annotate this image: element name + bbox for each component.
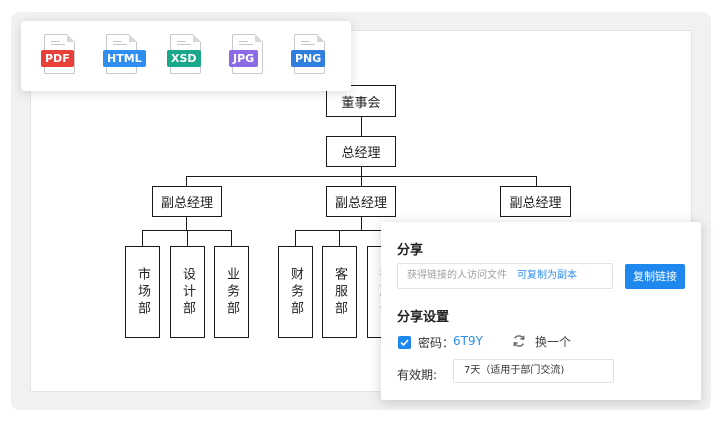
- export-png-button[interactable]: PNG: [291, 34, 331, 78]
- file-type-badge: HTML: [103, 50, 146, 67]
- password-label: 密码：: [418, 336, 455, 350]
- connector: [339, 230, 340, 246]
- connector: [295, 230, 385, 231]
- share-link-field[interactable]: 获得链接的人访问文件可复制为副本: [397, 263, 613, 289]
- node-department[interactable]: 业务部: [214, 246, 249, 338]
- file-type-badge: PDF: [41, 50, 74, 67]
- connector: [361, 166, 362, 176]
- checkmark-icon: [400, 339, 409, 347]
- node-deputy-gm[interactable]: 副总经理: [326, 186, 396, 217]
- export-format-bar: PDF HTML XSD JPG PNG: [21, 21, 351, 91]
- share-link-placeholder: 获得链接的人访问文件: [407, 270, 507, 281]
- node-department[interactable]: 设计部: [170, 246, 205, 338]
- connector: [361, 117, 362, 137]
- share-settings-title: 分享设置: [397, 310, 450, 325]
- file-type-badge: JPG: [229, 50, 259, 67]
- password-checkbox[interactable]: [398, 336, 411, 349]
- connector: [142, 230, 143, 246]
- change-password-button[interactable]: 换一个: [535, 335, 572, 349]
- file-type-badge: XSD: [167, 50, 201, 67]
- connector: [231, 230, 232, 246]
- password-value: 6T9Y: [453, 334, 483, 348]
- copy-as-copy-option[interactable]: 可复制为副本: [517, 270, 577, 281]
- node-deputy-gm[interactable]: 副总经理: [152, 186, 222, 217]
- expiry-select[interactable]: 7天（适用于部门交流): [453, 359, 614, 383]
- node-department[interactable]: 市场部: [125, 246, 160, 338]
- connector: [361, 216, 362, 230]
- export-xsd-button[interactable]: XSD: [167, 34, 207, 78]
- export-pdf-button[interactable]: PDF: [41, 34, 81, 78]
- export-jpg-button[interactable]: JPG: [229, 34, 269, 78]
- connector: [295, 230, 296, 246]
- share-panel: 分享 获得链接的人访问文件可复制为副本 复制链接 分享设置 密码： 6T9Y 换…: [381, 222, 701, 400]
- export-html-button[interactable]: HTML: [103, 34, 146, 78]
- connector: [186, 176, 187, 186]
- share-title: 分享: [397, 243, 424, 258]
- file-type-badge: PNG: [291, 50, 326, 67]
- refresh-icon[interactable]: [512, 334, 526, 348]
- connector: [187, 230, 188, 246]
- connector: [536, 176, 537, 186]
- connector: [361, 176, 362, 186]
- expiry-label: 有效期:: [397, 368, 438, 382]
- node-general-manager[interactable]: 总经理: [326, 136, 396, 167]
- node-department[interactable]: 财务部: [278, 246, 313, 338]
- connector: [186, 216, 187, 230]
- node-department[interactable]: 客服部: [322, 246, 357, 338]
- copy-link-button[interactable]: 复制链接: [625, 264, 685, 289]
- node-deputy-gm[interactable]: 副总经理: [500, 186, 571, 217]
